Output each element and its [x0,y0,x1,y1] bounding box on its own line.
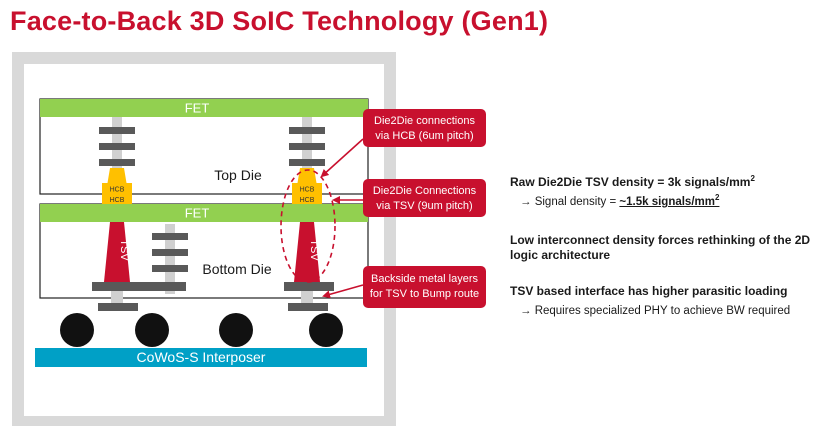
backside-metal-left [92,282,186,291]
callout-hcb-line2: via HCB (6um pitch) [375,130,473,142]
interposer-label: CoWoS-S Interposer [137,349,266,365]
fet-layer-bottom [40,204,368,222]
callout-hcb-line1: Die2Die connections [374,115,475,127]
note-signal-density-value-text: ~1.5k signals/mm [619,196,715,208]
metal-stack-right-top [289,117,325,187]
metal-stack-left-top [99,117,135,187]
bump [309,313,343,347]
callout-tsv-line2: via TSV (9um pitch) [376,200,472,212]
note-parasitic: TSV based interface has higher parasitic… [510,284,788,298]
callout-tsv-line1: Die2Die Connections [373,185,477,197]
highlight-ellipse [280,169,336,283]
note-tsv-density-text: Raw Die2Die TSV density = 3k signals/mm [510,175,751,189]
backside-via-right [301,291,313,305]
note-signal-density-prefix: → Signal density = [520,196,620,208]
callout-backside: Backside metal layers for TSV to Bump ro… [363,266,486,308]
hcb-pad-left-upper [102,183,132,194]
tsv-label-left: TSV [118,239,130,261]
cowos-interposer [35,348,367,367]
fet-label-bottom: FET [185,206,210,221]
backside-metal-right [284,282,334,291]
bump [60,313,94,347]
note-signal-density: → Signal density = ~1.5k signals/mm2 [520,193,720,210]
hcb-pad-left-lower [102,194,132,204]
hcb-pad-right-lower [292,194,322,204]
page-title: Face-to-Back 3D SoIC Technology (Gen1) [10,6,549,36]
callout-tsv: Die2Die Connections via TSV (9um pitch) [363,179,486,217]
backside-pad-left [98,303,138,311]
bottom-die-label: Bottom Die [202,261,271,277]
note-parasitic-sub: → Requires specialized PHY to achieve BW… [520,305,791,317]
tsv-left [104,222,130,282]
hcb-label-left-upper: HCB [110,187,125,194]
bump [219,313,253,347]
callout-backside-arrow [322,284,364,299]
hcb-label-right-lower: HCB [300,197,315,204]
callout-hcb: Die2Die connections via HCB (6um pitch) [363,109,486,147]
callout-hcb-arrow [320,138,364,178]
fet-label-top: FET [185,101,210,116]
hcb-pillar-right [297,168,317,186]
note-signal-density-sup: 2 [714,193,720,202]
hcb-pad-right-upper [292,183,322,194]
hcb-label-left-lower: HCB [110,197,125,204]
fet-layer-top [40,99,368,117]
note-tsv-density-sup: 2 [750,174,755,183]
backside-pad-right [288,303,328,311]
note-tsv-density: Raw Die2Die TSV density = 3k signals/mm2 [510,175,755,190]
hcb-pillar-left [107,168,127,186]
tsv-label-right: TSV [308,239,320,261]
bump [135,313,169,347]
callout-backside-line2: for TSV to Bump route [370,288,479,300]
hcb-label-right-upper: HCB [300,187,315,194]
callout-backside-line1: Backside metal layers [371,273,478,285]
note-low-density-line2: logic architecture [510,248,611,262]
tsv-right [294,222,320,282]
note-signal-density-value: ~1.5k signals/mm2 [619,193,720,209]
note-low-density-line1: Low interconnect density forces rethinki… [510,233,811,247]
backside-via-left [111,291,123,305]
metal-stack-middle-bottom [152,224,188,294]
top-die-label: Top Die [214,167,262,183]
